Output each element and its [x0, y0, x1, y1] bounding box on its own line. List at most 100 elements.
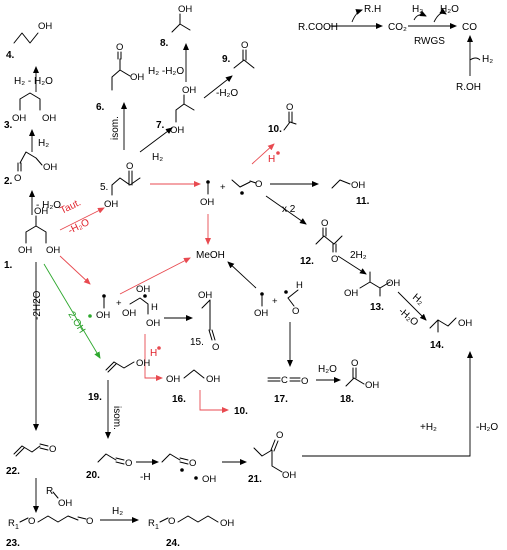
- svg-text:O: O: [86, 516, 93, 527]
- compound-10-repeat: 10.: [234, 406, 248, 417]
- compound-22-acrolein: O 22.: [6, 443, 56, 477]
- svg-text:OH: OH: [146, 318, 160, 329]
- compound-1-glycerol: OH OH OH 1.: [4, 206, 60, 271]
- compound-17-ketene: C O 17.: [267, 375, 308, 405]
- svg-text:OH: OH: [206, 374, 220, 385]
- svg-text:11.: 11.: [356, 196, 370, 207]
- meoh-label: MeOH: [196, 250, 225, 261]
- label-h2-24: H₂: [112, 506, 123, 517]
- compound-20-propanal: O 20.: [86, 453, 132, 481]
- compound-21-hydroxybutanone: O OH 21.: [248, 430, 296, 485]
- svg-text:14.: 14.: [430, 340, 444, 351]
- label-2h2: 2H₂: [350, 250, 367, 261]
- label-h2: H₂: [38, 138, 49, 149]
- svg-text:OH: OH: [58, 498, 72, 509]
- svg-text:15.: 15.: [190, 337, 204, 348]
- svg-text:7.: 7.: [156, 120, 165, 131]
- compound-23-ether-aldehyde: R 1 O O 23.: [6, 515, 93, 549]
- label-minus-h2o-14: -H₂O: [476, 422, 498, 433]
- arrow-7-to-9: [203, 75, 233, 99]
- radical-pair-oh-formyl: OH + H O: [254, 280, 303, 319]
- svg-text:OH: OH: [166, 374, 180, 385]
- svg-text:OH: OH: [178, 4, 192, 15]
- compound-19-allyl-alcohol: OH 19.: [88, 358, 150, 403]
- svg-text:24.: 24.: [166, 538, 180, 549]
- svg-text:4.: 4.: [6, 50, 15, 61]
- svg-text:OH: OH: [43, 162, 57, 173]
- compound-8: OH 8.: [160, 4, 192, 49]
- svg-text:OH: OH: [344, 288, 358, 299]
- arrow-13-to-14: [397, 291, 427, 321]
- svg-text:6.: 6.: [96, 102, 105, 113]
- compound-9: O 9.: [222, 40, 255, 69]
- svg-text:O: O: [286, 102, 293, 113]
- svg-text:O: O: [49, 444, 56, 455]
- label-2oh: 2.OH: [65, 310, 87, 336]
- radical-pair-oh-diol: OH + OH OH OH H: [96, 284, 160, 329]
- svg-text:22.: 22.: [6, 466, 20, 477]
- svg-text:O: O: [276, 430, 283, 441]
- svg-text:O: O: [116, 42, 123, 53]
- arrow-formyl-to-meoh: [227, 261, 257, 289]
- svg-text:18.: 18.: [340, 394, 354, 405]
- svg-text:O: O: [28, 516, 35, 527]
- compound-2: O OH 2.: [4, 151, 57, 187]
- arrow-12-to-13: [337, 255, 367, 275]
- label-roh-23: R OH: [46, 486, 72, 509]
- svg-text:R.OH: R.OH: [456, 82, 481, 93]
- svg-text:R: R: [148, 518, 155, 529]
- svg-text:O: O: [301, 376, 308, 387]
- svg-text:OH: OH: [34, 206, 48, 217]
- svg-text:9.: 9.: [222, 54, 231, 65]
- arrow-5-to-7: [139, 127, 173, 153]
- radical-pair-oh-acetyl: OH + O: [200, 179, 262, 208]
- rwgs-cycle: R.COOH R.H CO₂ H₂ H₂O RWGS CO H₂ R.OH: [298, 4, 493, 93]
- svg-text:OH: OH: [198, 290, 212, 301]
- arrow-16-to-10: [199, 390, 229, 413]
- svg-text:R: R: [8, 518, 15, 529]
- arrow-to-12: [265, 195, 307, 225]
- svg-text:O: O: [168, 516, 175, 527]
- svg-text:OH: OH: [458, 318, 472, 329]
- svg-text:O: O: [125, 458, 132, 469]
- arrow-radicals-to-meoh: [119, 257, 191, 295]
- svg-text:1: 1: [15, 524, 19, 531]
- arrow-1-to-radicals: [59, 255, 91, 285]
- arrow-1-to-5-taut: [59, 207, 105, 231]
- svg-text:O: O: [14, 173, 21, 184]
- arrow-to-16: [144, 334, 163, 381]
- svg-text:19.: 19.: [88, 392, 102, 403]
- svg-text:O: O: [331, 254, 338, 265]
- compound-5: O OH 5.: [100, 161, 141, 210]
- svg-text:OH: OH: [282, 470, 296, 481]
- svg-text:16.: 16.: [172, 394, 186, 405]
- compound-16-ethylene-glycol: OH OH 16.: [166, 369, 220, 405]
- label-taut: Taut.: [58, 197, 82, 216]
- svg-text:CO: CO: [462, 22, 477, 33]
- svg-text:O: O: [292, 306, 299, 317]
- svg-text:OH: OH: [104, 199, 118, 210]
- svg-text:21.: 21.: [248, 474, 262, 485]
- svg-text:O: O: [351, 358, 358, 369]
- svg-text:H₂: H₂: [482, 54, 493, 65]
- label-h2-13: H₂: [410, 292, 426, 308]
- compound-13-diol: OH OH 13.: [344, 271, 400, 313]
- svg-text:O: O: [126, 161, 133, 172]
- svg-text:2.: 2.: [4, 176, 13, 187]
- svg-text:OH: OH: [18, 245, 32, 256]
- svg-text:OH: OH: [12, 113, 26, 124]
- svg-text:+: +: [116, 298, 122, 309]
- svg-text:OH: OH: [202, 474, 216, 485]
- svg-text:+: +: [220, 182, 226, 193]
- svg-text:5.: 5.: [100, 182, 108, 193]
- label-isom-20: isom.: [111, 406, 122, 430]
- svg-text:H: H: [151, 302, 158, 313]
- svg-text:R.COOH: R.COOH: [298, 22, 338, 33]
- svg-text:H₂O: H₂O: [440, 4, 459, 15]
- svg-text:17.: 17.: [274, 394, 288, 405]
- arrow-to-10: [251, 143, 275, 165]
- label-plus-h2: +H₂: [420, 422, 437, 433]
- label-h-radical-10: H: [268, 154, 275, 165]
- svg-text:OH: OH: [254, 308, 268, 319]
- svg-text:1.: 1.: [4, 260, 13, 271]
